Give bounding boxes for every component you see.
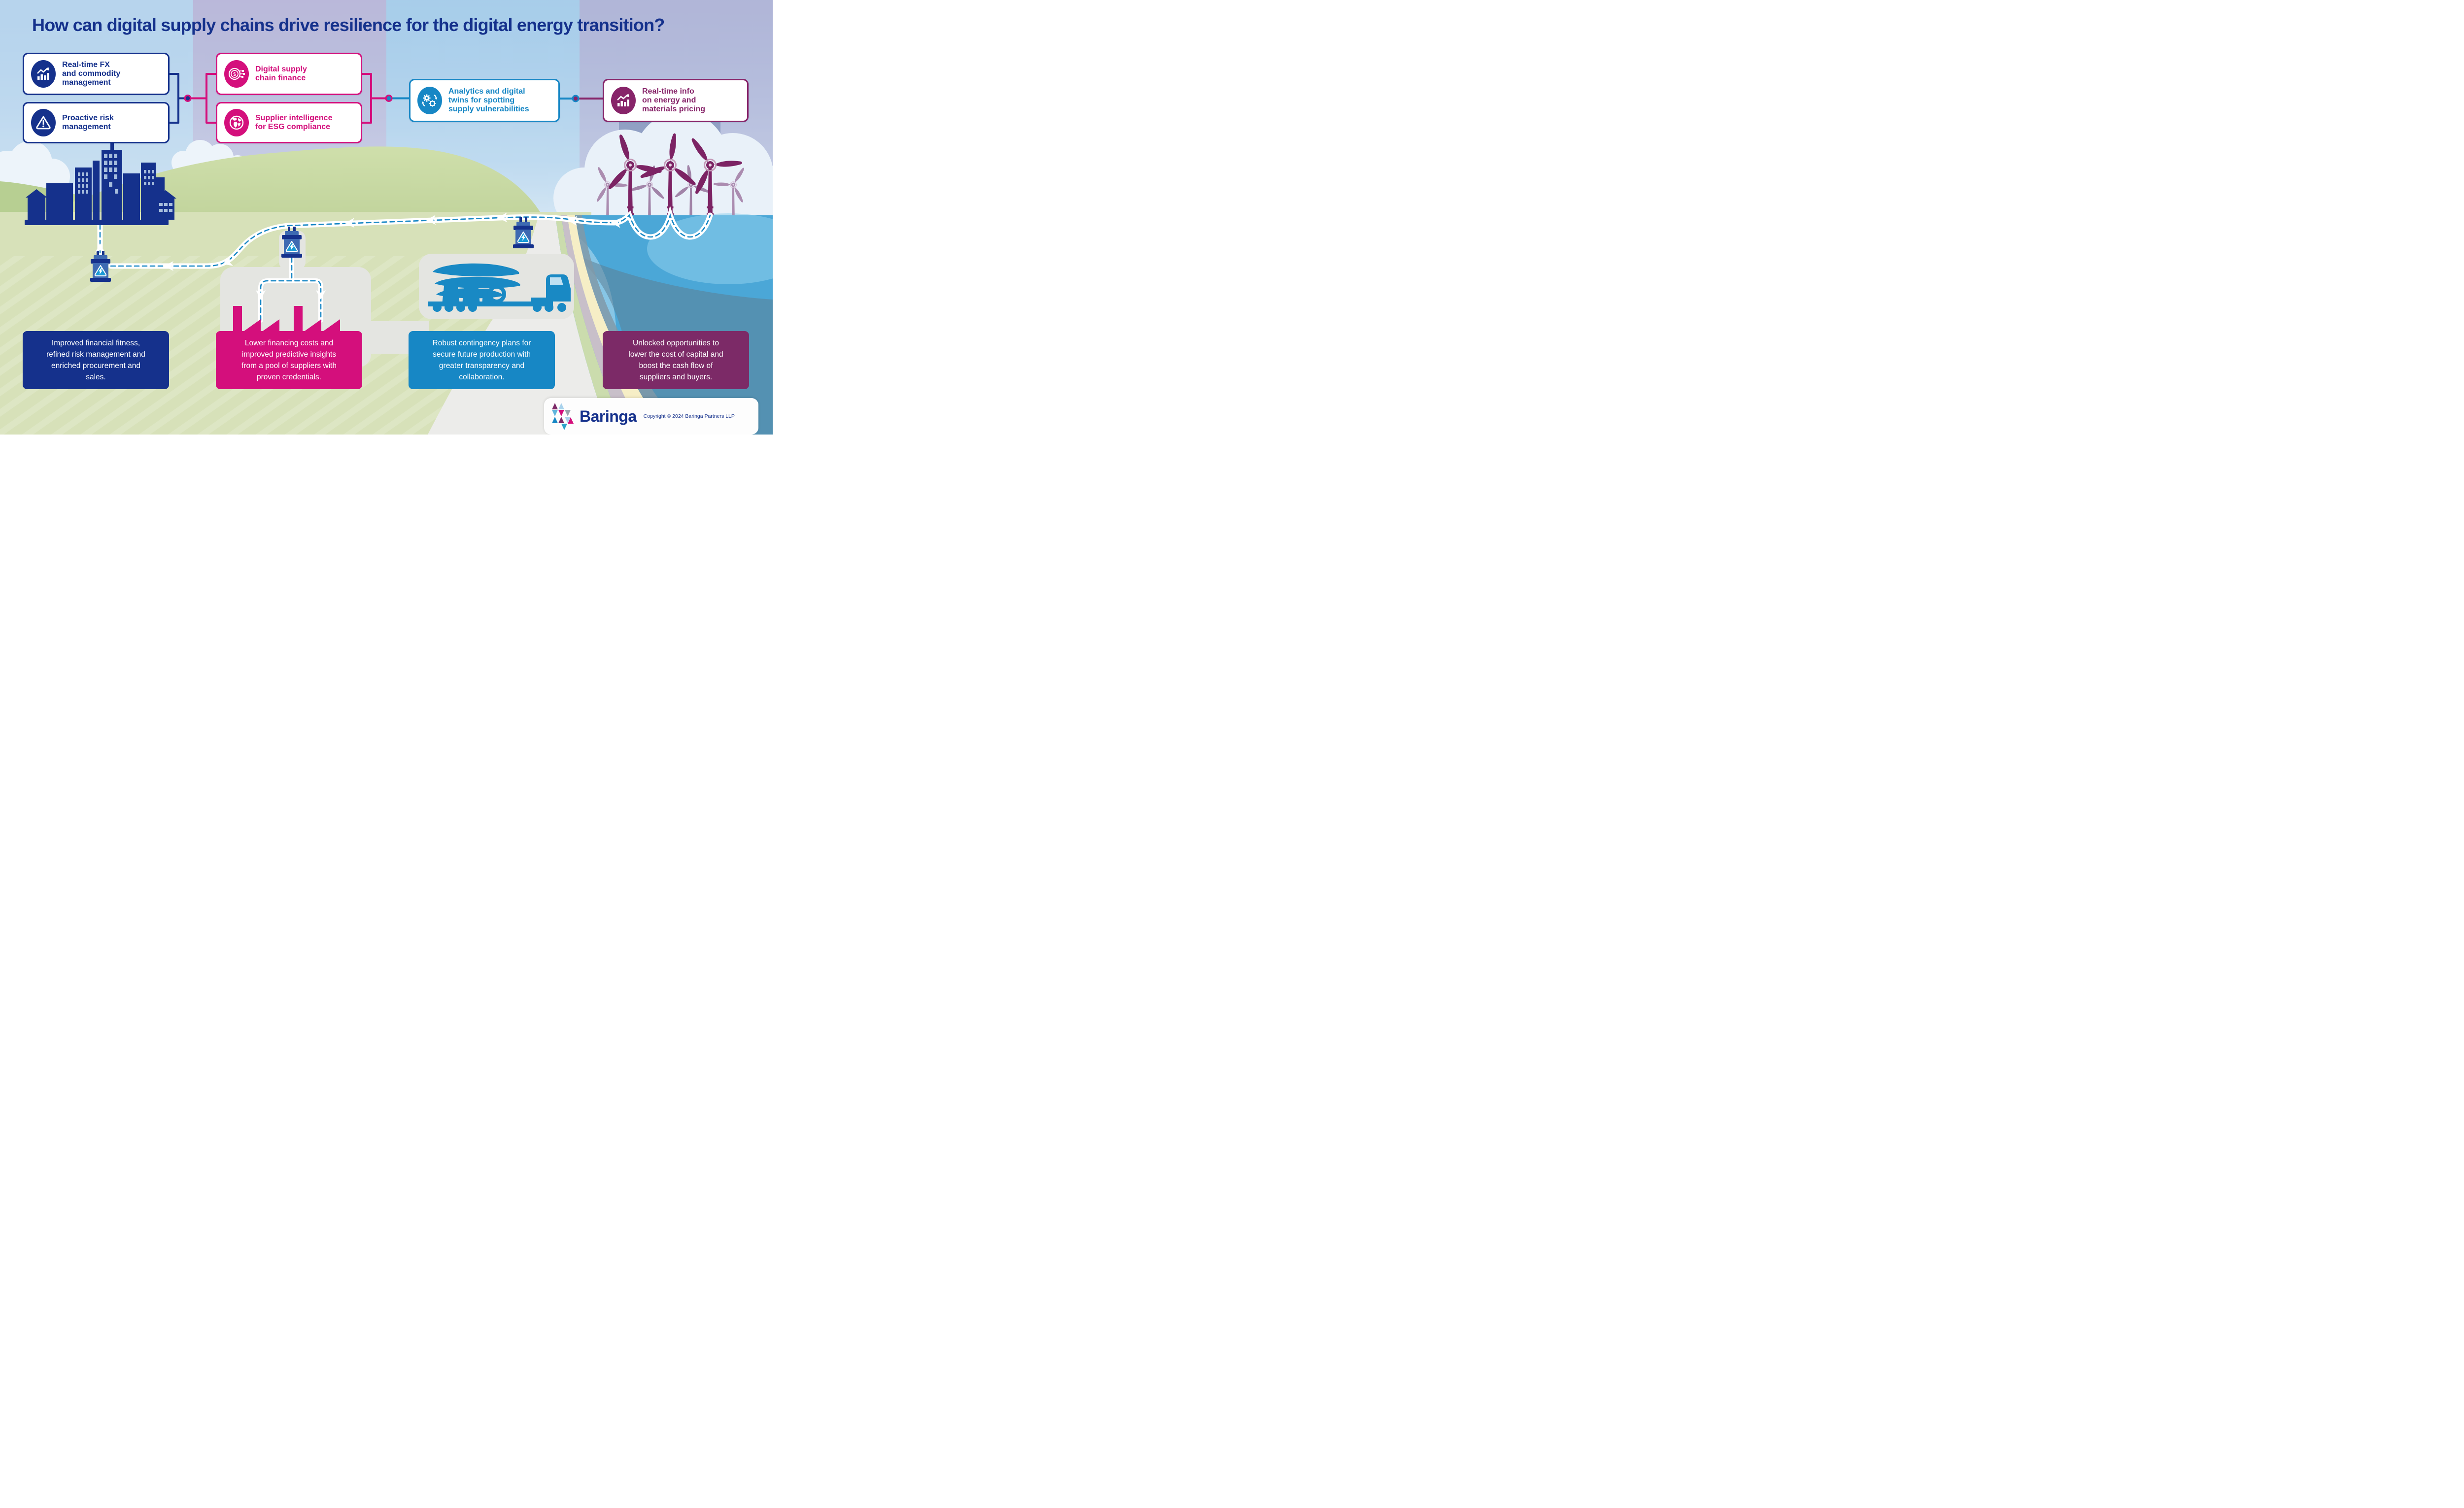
beach-mauve <box>561 215 644 435</box>
outcome-box-capital: Unlocked opportunities to lower the cost… <box>603 331 749 389</box>
chart-growth-icon <box>611 87 636 114</box>
capability-box-analytics: Analytics and digital twins for spotting… <box>409 79 560 122</box>
capability-label: Proactive risk management <box>62 113 114 131</box>
brand-name: Baringa <box>580 407 637 425</box>
coin-circuit-icon: $ <box>224 60 249 88</box>
capability-box-pricing: Real-time info on energy and materials p… <box>603 79 749 122</box>
outcome-box-financing: Lower financing costs and improved predi… <box>216 331 362 389</box>
capability-box-risk: Proactive risk management <box>23 102 170 143</box>
warning-icon <box>31 109 56 136</box>
junction-dot <box>385 95 393 102</box>
outcome-box-contingency: Robust contingency plans for secure futu… <box>409 331 555 389</box>
capability-label: Real-time info on energy and materials p… <box>642 87 706 114</box>
logo-card: Baringa Copyright © 2024 Baringa Partner… <box>544 398 758 435</box>
junction-dot <box>184 95 192 102</box>
city-skyline <box>25 141 176 225</box>
capability-label: Supplier intelligence for ESG compliance <box>255 113 333 131</box>
capability-label: Analytics and digital twins for spotting… <box>448 87 529 114</box>
cable-route-land <box>97 214 617 323</box>
turbine-truck <box>428 263 571 312</box>
gears-sync-icon <box>417 87 442 114</box>
junction-dot <box>572 95 580 102</box>
capability-label: Digital supply chain finance <box>255 65 307 82</box>
connectors <box>169 73 603 124</box>
svg-text:$: $ <box>233 72 236 77</box>
page-title: How can digital supply chains drive resi… <box>32 15 665 35</box>
globe-icon <box>224 109 249 136</box>
beach-green <box>555 215 626 435</box>
copyright-text: Copyright © 2024 Baringa Partners LLP <box>643 413 735 419</box>
capability-box-esg: Supplier intelligence for ESG compliance <box>216 102 362 143</box>
beach-sand <box>567 215 666 435</box>
infographic: How can digital supply chains drive resi… <box>0 0 773 435</box>
capability-box-fx: Real-time FX and commodity management <box>23 53 170 95</box>
wind-turbines-back <box>595 165 746 215</box>
capability-box-finance: $ Digital supply chain finance <box>216 53 362 95</box>
chart-growth-icon <box>31 60 56 88</box>
baringa-logo-mark <box>552 403 574 430</box>
cable-route-sea <box>611 205 713 240</box>
capability-label: Real-time FX and commodity management <box>62 60 121 87</box>
outcome-box-financial: Improved financial fitness, refined risk… <box>23 331 169 389</box>
